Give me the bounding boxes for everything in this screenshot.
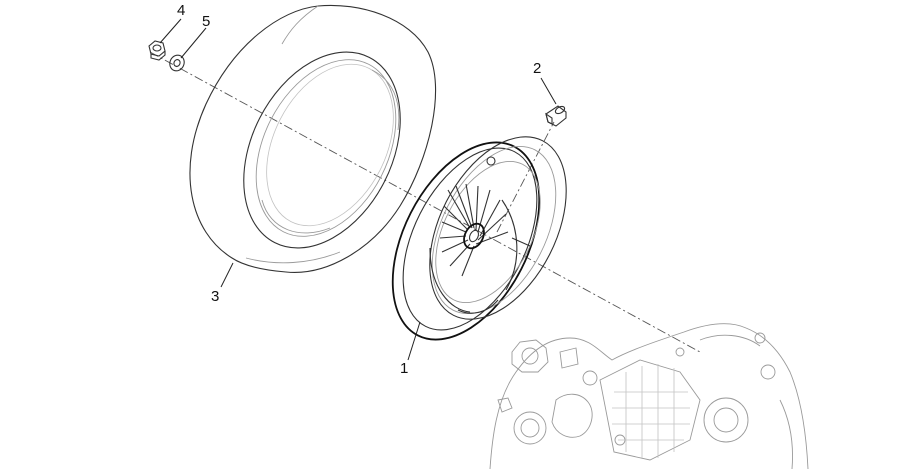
callout-5: 5 [202,13,210,30]
wheel-rim [391,136,567,341]
axle-washer [169,54,185,72]
callout-2: 2 [533,60,541,77]
axle-nut [148,40,166,61]
callout-3: 3 [211,288,219,305]
callout-1: 1 [400,360,408,377]
callout-4: 4 [177,2,185,19]
engine-crankcase [489,323,809,469]
tyre-valve [545,105,567,127]
tyre [189,4,437,273]
callout-leaders [159,18,557,361]
callout-labels: 4 5 2 3 1 [177,2,541,377]
assembly-axis [149,51,701,353]
